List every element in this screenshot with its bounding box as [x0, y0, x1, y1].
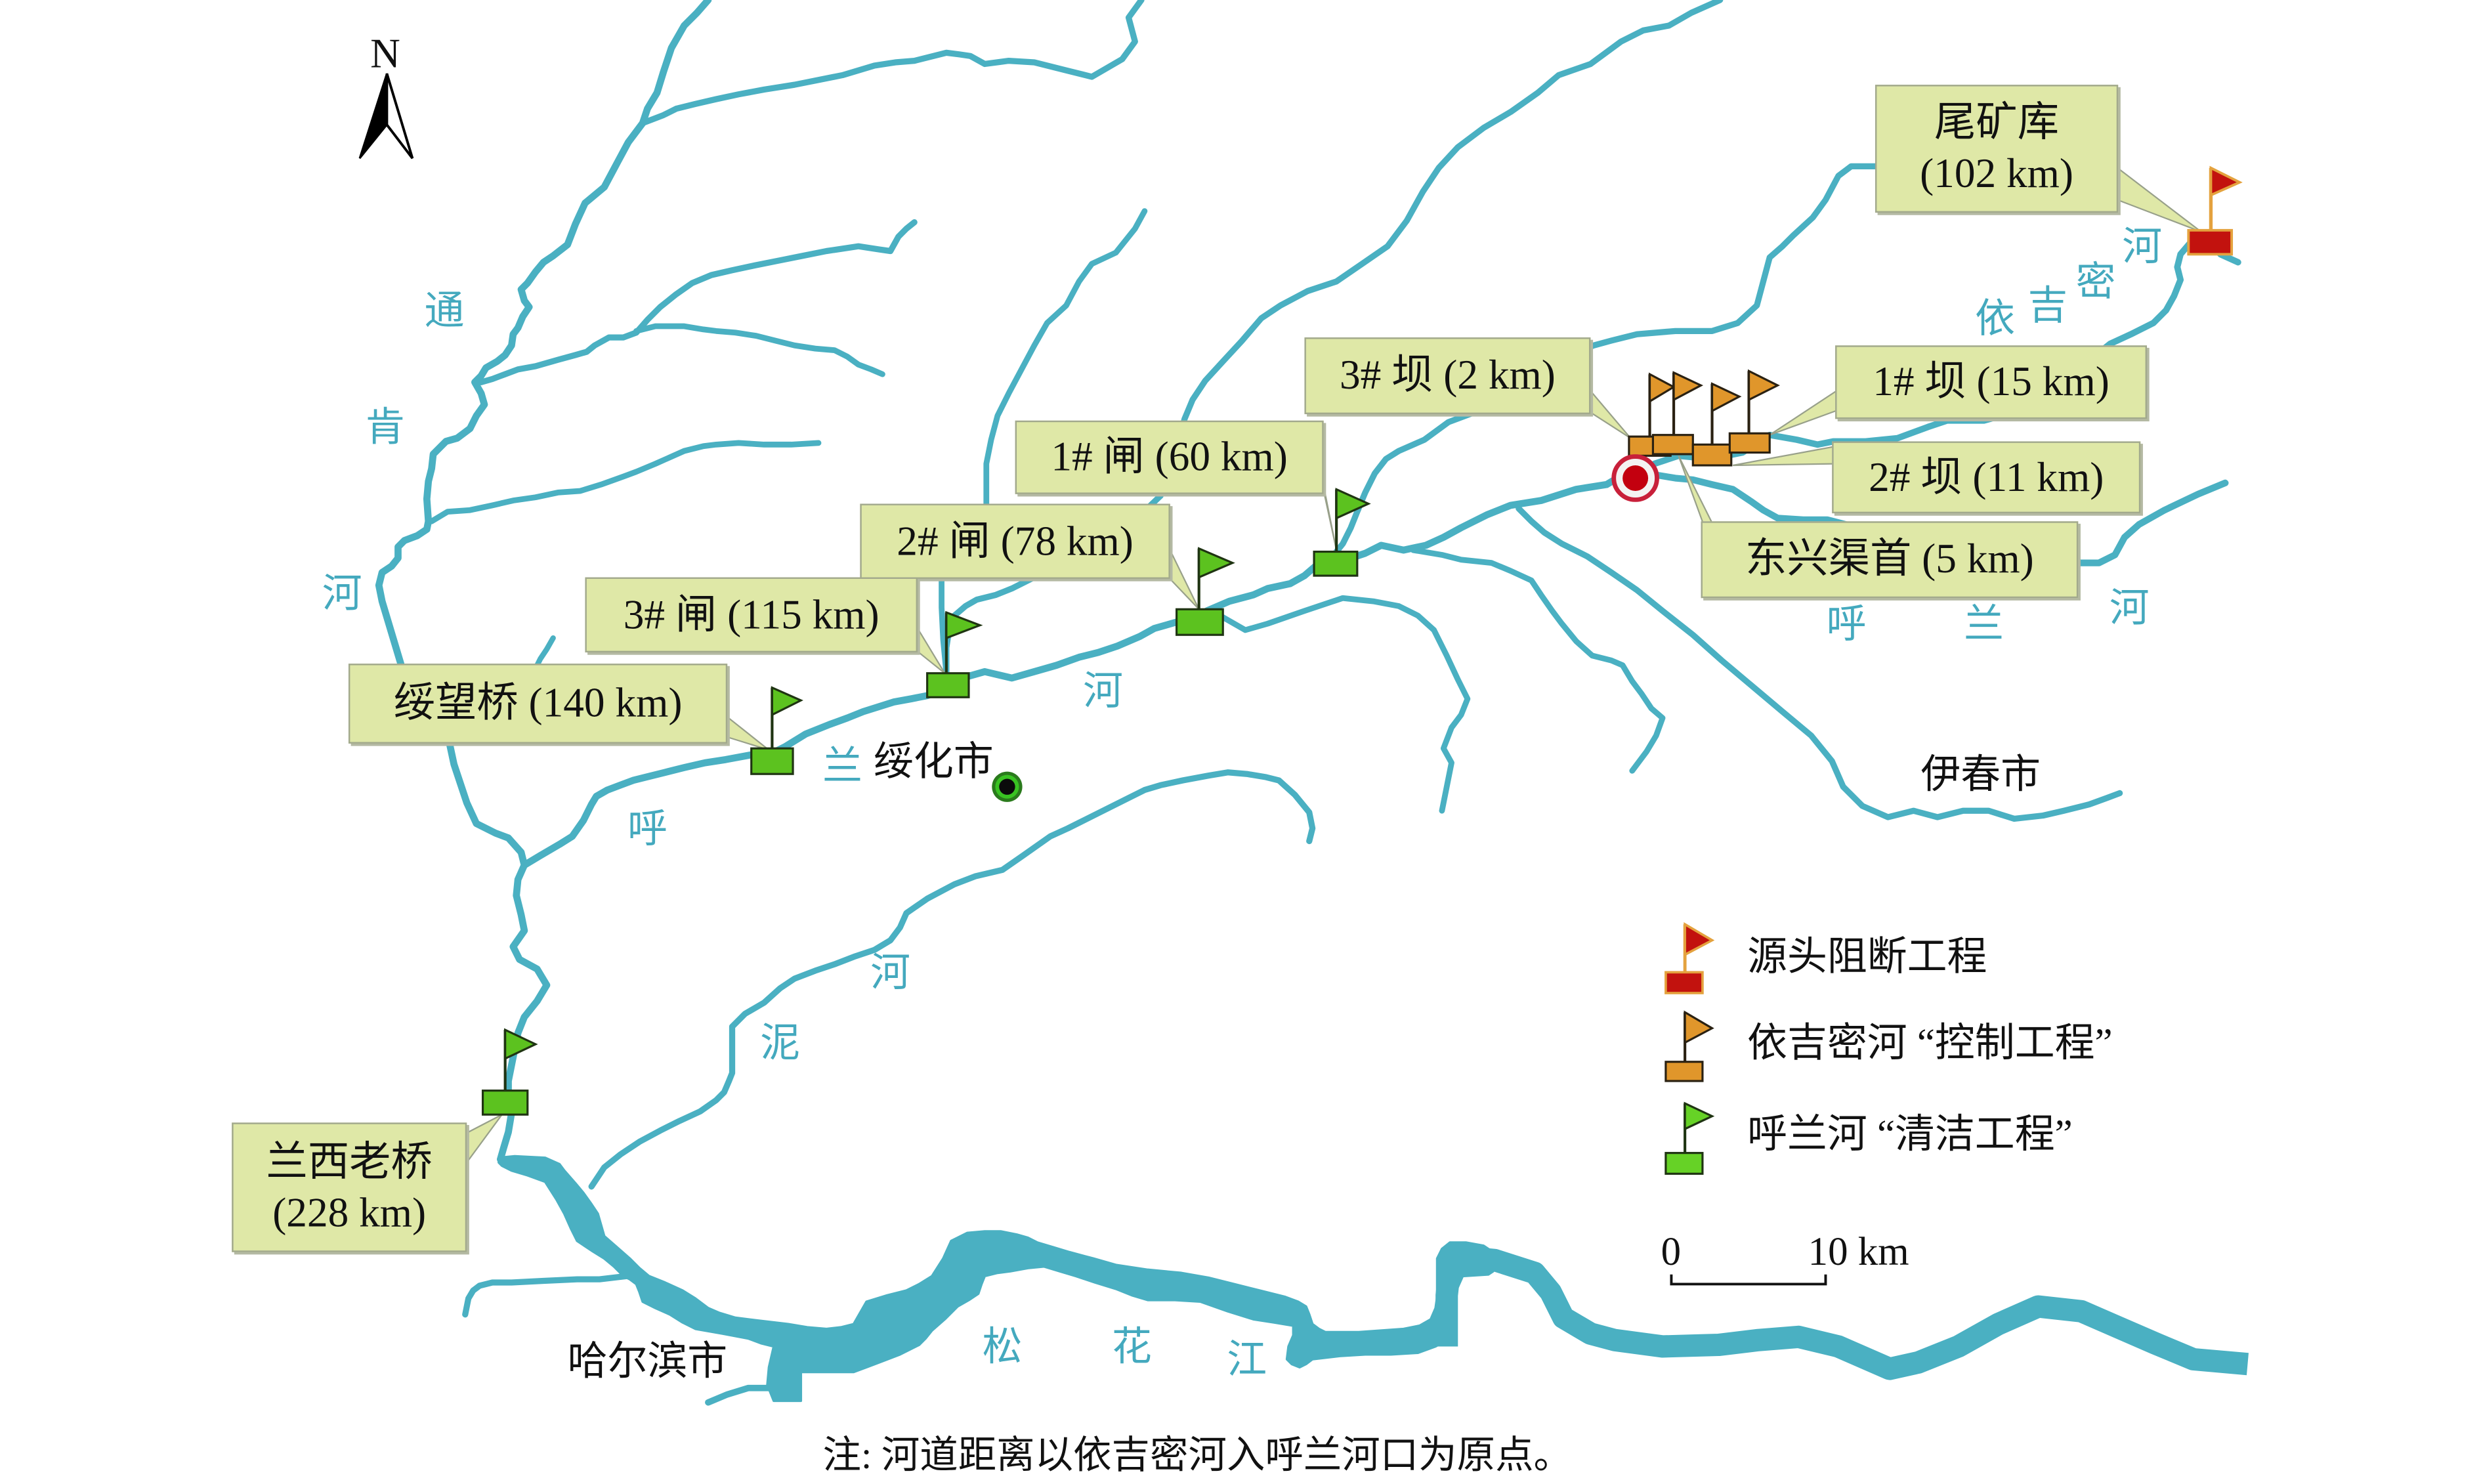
north-arrow-icon	[358, 73, 414, 159]
callout-label: 尾矿库	[1934, 99, 2060, 146]
river-label-tongken-2: 肯	[365, 407, 406, 450]
callout-label: 1# 坝 (15 km)	[1873, 358, 2110, 405]
callout-sluice-1: 1# 闸 (60 km)	[1015, 420, 1324, 494]
river-label-songhua-2: 花	[1111, 1326, 1152, 1370]
river-label-tongken-3: 河	[322, 573, 362, 617]
river-label-hulan-lower-2: 兰	[822, 746, 863, 790]
river-tributary-south-2	[1410, 547, 1666, 774]
river-label-hulan-lower-3: 河	[1083, 671, 1124, 714]
callout-tailings-pond: 尾矿库 (102 km)	[1875, 85, 2119, 213]
legend-green-flag-icon	[1665, 1101, 1715, 1175]
river-label-hulan-upper-2: 兰	[1964, 603, 2004, 647]
river-tributary-west-3	[429, 440, 822, 524]
river-songhua-stub-south	[705, 1384, 774, 1406]
river-songhua-tributary-west	[462, 1273, 630, 1318]
green-flag-icon-suiwang-bridge	[750, 686, 803, 775]
river-label-songhua-3: 江	[1227, 1339, 1267, 1383]
river-tributary-yichun	[1516, 505, 2123, 822]
river-label-yijimi-4: 河	[2122, 226, 2163, 270]
river-label-ni-2: 河	[870, 952, 911, 996]
callout-sluice-2: 2# 闸 (78 km)	[860, 503, 1170, 579]
origin-point-marker-icon	[1611, 454, 1659, 502]
callout-dongxing-headworks: 东兴渠首 (5 km)	[1701, 521, 2079, 599]
callout-lanxi-old-bridge: 兰西老桥 (228 km)	[232, 1122, 467, 1252]
river-ni	[588, 769, 1316, 1190]
scale-start-label: 0	[1661, 1231, 1682, 1275]
river-label-yijimi-3: 密	[2075, 261, 2116, 305]
city-label-yichun: 伊春市	[1920, 753, 2041, 797]
river-tongken	[375, 0, 712, 1163]
river-label-tongken-1: 通	[424, 290, 465, 333]
river-tributary-northeast-1	[1333, 163, 1898, 555]
callout-label: 1# 闸 (60 km)	[1051, 433, 1288, 480]
city-marker-icon	[992, 771, 1023, 802]
river-label-hulan-upper-1: 呼	[1826, 603, 1867, 647]
callout-label: 东兴渠首 (5 km)	[1745, 536, 2034, 583]
legend-label-source-blocking: 源头阻断工程	[1747, 936, 1987, 980]
north-label: N	[370, 30, 400, 77]
callout-dam-1: 1# 坝 (15 km)	[1835, 345, 2148, 419]
callout-dam-3: 3# 坝 (2 km)	[1304, 337, 1591, 415]
orange-flag-icon-dongxing	[1651, 371, 1704, 456]
river-label-yijimi-1: 依	[1975, 298, 2016, 342]
river-tributary-west-1	[478, 219, 918, 385]
callout-dam-2: 2# 坝 (11 km)	[1832, 441, 2141, 514]
callout-label: 2# 闸 (78 km)	[897, 517, 1134, 564]
river-tributary-south-1	[1207, 595, 1471, 814]
callout-label: 2# 坝 (11 km)	[1869, 454, 2104, 500]
legend-red-flag-icon	[1665, 922, 1715, 994]
green-flag-icon-sluice-3	[926, 610, 983, 698]
green-flag-icon-sluice-1	[1313, 488, 1371, 577]
callout-label: 兰西老桥	[266, 1138, 433, 1185]
orange-flag-icon-dam-2	[1691, 382, 1742, 467]
river-label-ni-1: 泥	[760, 1023, 801, 1066]
green-flag-icon-sluice-2	[1176, 547, 1235, 636]
scale-end-label: 10 km	[1808, 1231, 1909, 1275]
callout-label: 3# 坝 (2 km)	[1339, 352, 1556, 399]
river-label-hulan-lower-1: 呼	[627, 808, 668, 852]
river-tributary-west-2	[633, 323, 885, 377]
green-flag-icon-lanxi-old-bridge	[481, 1028, 538, 1116]
callout-distance: (102 km)	[1920, 150, 2074, 197]
city-label-suihua: 绥化市	[874, 741, 994, 785]
river-tributary-north	[639, 0, 1145, 127]
red-flag-icon	[2187, 165, 2243, 256]
river-label-songhua-1: 松	[982, 1326, 1023, 1370]
scale-bar	[1670, 1274, 1827, 1286]
legend-orange-flag-icon	[1665, 1010, 1714, 1082]
legend-label-cleaning: 呼兰河 “清洁工程”	[1747, 1113, 2073, 1157]
river-tributary-northeast-2	[943, 0, 1724, 677]
river-label-hulan-upper-3: 河	[2109, 587, 2150, 631]
river-songhua-east	[1435, 1245, 2249, 1380]
callout-label: 3# 闸 (115 km)	[623, 591, 880, 638]
callout-suiwang-bridge: 绥望桥 (140 km)	[348, 664, 728, 744]
legend-label-control: 依吉密河 “控制工程”	[1747, 1023, 2113, 1066]
callout-distance: (228 km)	[272, 1189, 427, 1236]
river-label-yijimi-2: 吉	[2027, 285, 2068, 329]
callout-sluice-3: 3# 闸 (115 km)	[585, 577, 918, 653]
footnote: 注: 河道距离以依吉密河入呼兰河口为原点。	[822, 1435, 1573, 1478]
orange-flag-icon-dam-1	[1728, 369, 1780, 454]
city-label-harbin: 哈尔滨市	[567, 1340, 728, 1384]
callout-label: 绥望桥 (140 km)	[393, 679, 683, 727]
